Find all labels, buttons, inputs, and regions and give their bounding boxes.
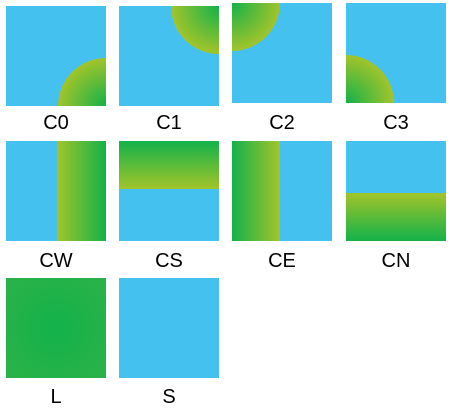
tile-label: CE: [268, 250, 296, 272]
tile-l-graphic: [6, 278, 106, 378]
tile-cw: [6, 141, 106, 241]
land-band: [346, 193, 446, 241]
tile-l: [6, 278, 106, 378]
land-corner: [346, 55, 394, 103]
tile-label: CW: [39, 250, 73, 272]
sea-area: [119, 278, 219, 378]
land-corner: [171, 6, 219, 54]
tile-cn: [346, 141, 446, 241]
tile-c0: [6, 6, 106, 106]
land-corner: [232, 3, 280, 51]
tile-label: C0: [43, 112, 69, 134]
tile-c1-graphic: [119, 6, 219, 106]
tile-label: C2: [269, 112, 295, 134]
tile-c2: [232, 3, 332, 103]
tile-cw-graphic: [6, 141, 106, 241]
tile-c2-graphic: [232, 3, 332, 103]
tile-ce: [232, 141, 332, 241]
tile-ce-graphic: [232, 141, 332, 241]
land-band: [119, 141, 219, 189]
tile-label: CS: [155, 250, 183, 272]
land-band: [57, 141, 106, 241]
tile-c3: [346, 3, 446, 103]
land-area: [6, 278, 106, 378]
tile-c3-graphic: [346, 3, 446, 103]
tile-c1: [119, 6, 219, 106]
tile-cs: [119, 141, 219, 241]
land-corner: [58, 58, 106, 106]
tile-label: CN: [381, 250, 411, 272]
tile-s-graphic: [119, 278, 219, 378]
tile-label: L: [50, 386, 62, 408]
tile-s: [119, 278, 219, 378]
tile-label: S: [162, 386, 176, 408]
tile-label: C3: [383, 112, 409, 134]
tile-cs-graphic: [119, 141, 219, 241]
tile-label: C1: [156, 112, 182, 134]
tile-cn-graphic: [346, 141, 446, 241]
land-band: [232, 141, 280, 241]
tile-c0-graphic: [6, 6, 106, 106]
